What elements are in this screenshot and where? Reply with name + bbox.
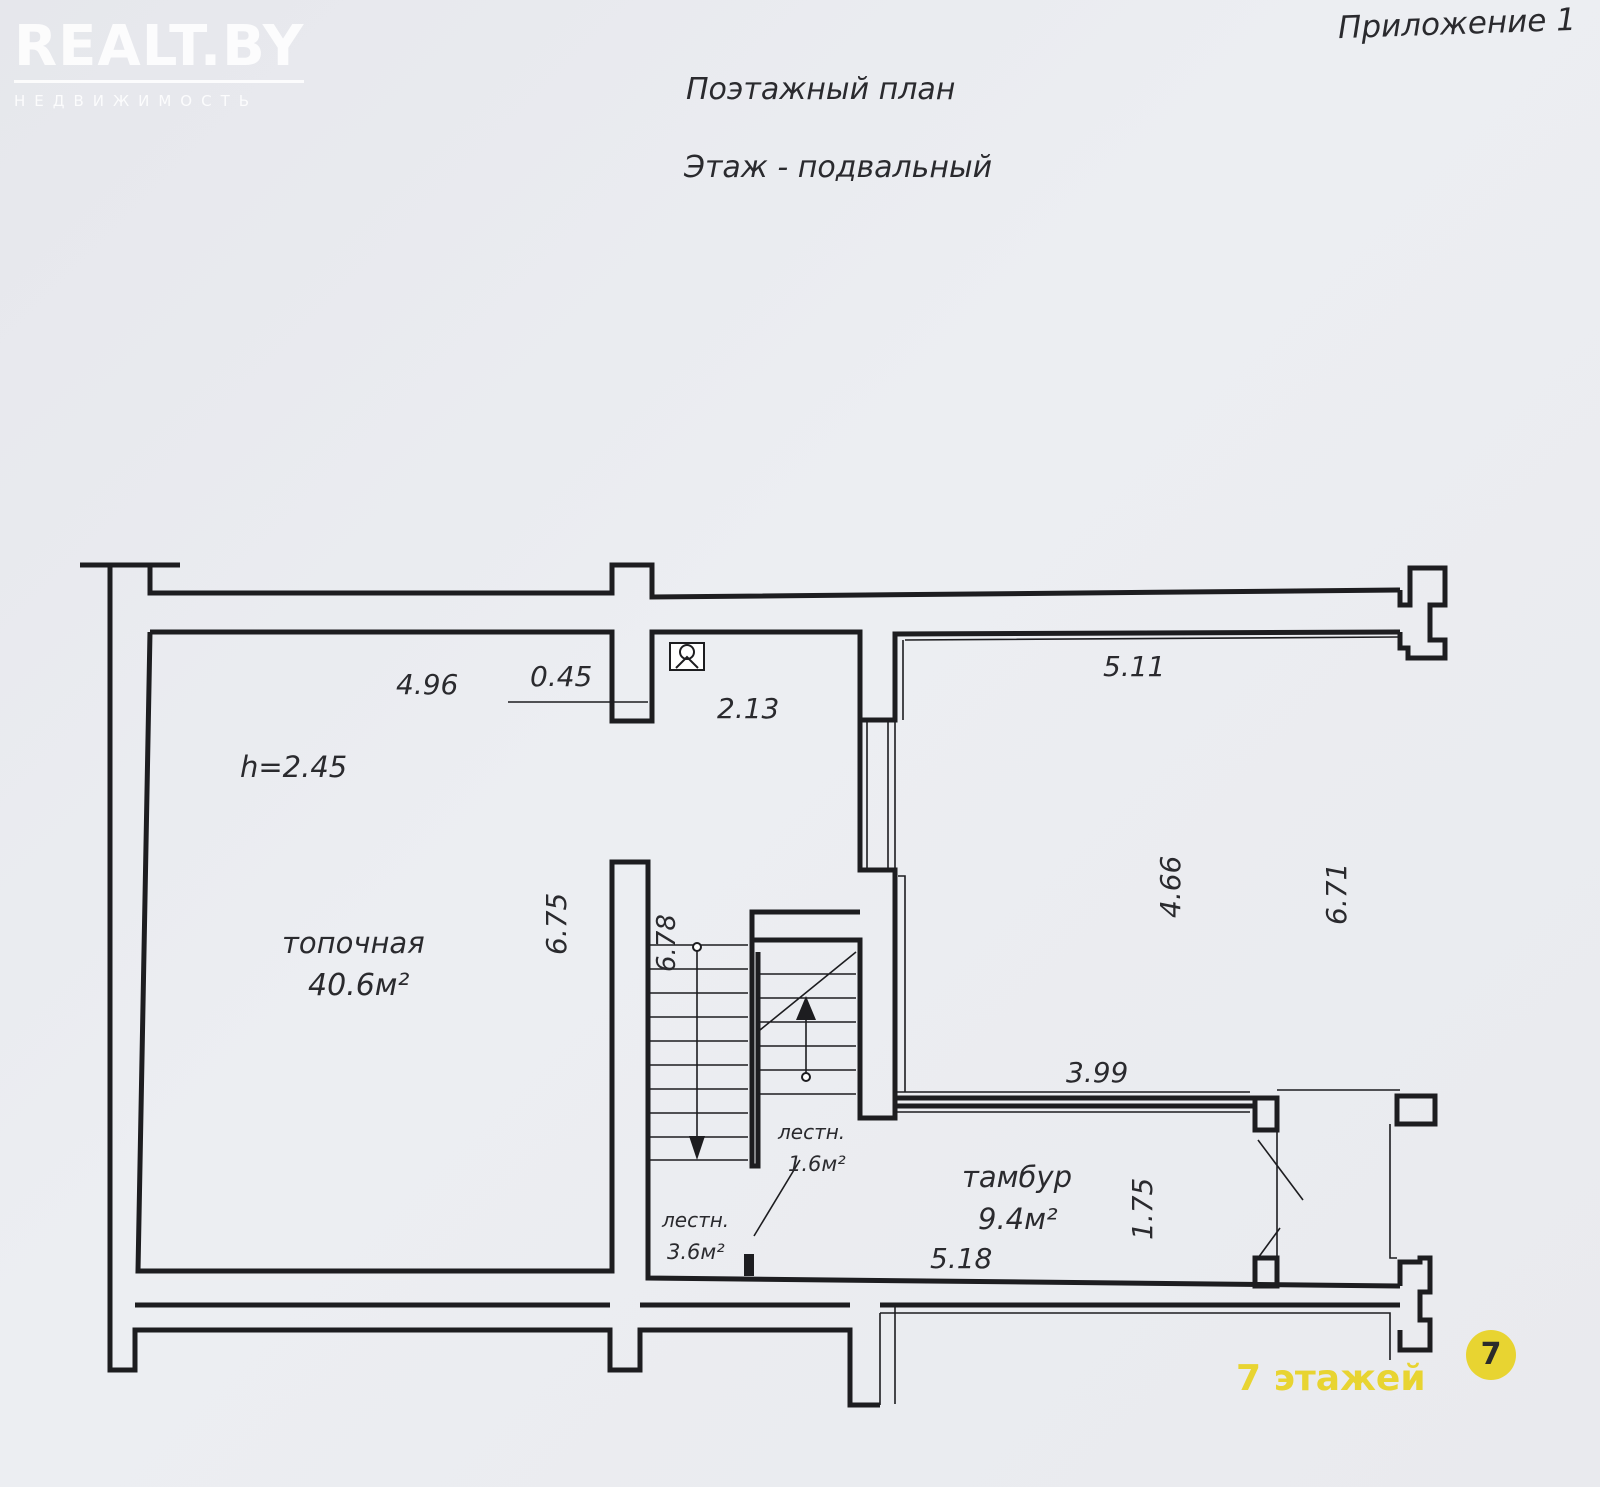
dim-4-96: 4.96: [396, 668, 459, 701]
realt-logo: REALT.BY: [14, 14, 305, 79]
left-wall-top: [147, 562, 1401, 600]
room-stair-small-name: лестн.: [778, 1120, 846, 1144]
dim-5-11: 5.11: [1103, 650, 1166, 683]
left-room-top-inner: [150, 629, 1401, 724]
room-boiler-area: 40.6м²: [308, 968, 410, 1003]
dim-6-78: 6.78: [652, 914, 682, 972]
stair-inner-wall: [749, 940, 761, 1169]
logo-underline: [14, 80, 304, 83]
stair-treads-large: [650, 944, 748, 1161]
room-boiler-name: топочная: [282, 926, 425, 960]
realt-subtitle: НЕДВИЖИМОСТЬ: [14, 92, 259, 110]
floors-count-label: 7 этажей: [1236, 1358, 1426, 1399]
dim-4-66: 4.66: [1154, 855, 1187, 918]
door-frame: [1276, 1089, 1400, 1260]
leader-stair-small: [753, 1159, 801, 1237]
left-room-left-inner: [135, 631, 1401, 1289]
vestibule-wall: [895, 1095, 1255, 1109]
dim-0-45: 0.45: [530, 660, 593, 693]
dim-2-13: 2.13: [717, 692, 780, 725]
door-post-upper: [1252, 1095, 1280, 1133]
central-wall: [749, 720, 898, 1121]
bottom-finish-line: [879, 1305, 1391, 1405]
room-height-label: h=2.45: [240, 750, 348, 784]
room-vestibule-name: тамбур: [962, 1160, 1072, 1194]
stair-post: [744, 1254, 754, 1276]
dim-5-18: 5.18: [930, 1242, 993, 1275]
window-frame: [859, 720, 896, 868]
arrow-up-dot: [801, 1072, 811, 1082]
right-room-finish-line: [895, 636, 1401, 1113]
floor-title: Этаж - подвальный: [684, 150, 993, 185]
room-stair-small-area: 1.6м²: [788, 1152, 846, 1176]
arrow-down-dot: [692, 942, 702, 952]
dim-3-99: 3.99: [1066, 1056, 1129, 1089]
arrow-down-head: [689, 1136, 705, 1160]
boiler-symbol: [669, 642, 705, 671]
room-vestibule-area: 9.4м²: [978, 1202, 1058, 1236]
plan-title: Поэтажный план: [686, 72, 956, 107]
dim-6-71: 6.71: [1320, 862, 1353, 925]
right-bottom-pilaster: [1397, 1255, 1433, 1353]
door-post-right: [1394, 1093, 1438, 1127]
stair-treads-small: [758, 951, 857, 1095]
top-wall-outer: [80, 562, 880, 1408]
floors-badge-icon: 7: [1466, 1330, 1516, 1380]
room-stair-large-name: лестн.: [662, 1208, 730, 1232]
door-post-lower: [1252, 1255, 1280, 1289]
arrow-up-head: [796, 996, 816, 1020]
dim-1-75: 1.75: [1126, 1177, 1159, 1240]
right-top-pilaster: [1397, 565, 1448, 661]
door-leaf: [1257, 1139, 1304, 1259]
room-stair-large-area: 3.6м²: [667, 1240, 725, 1264]
dim-6-75: 6.75: [540, 892, 573, 955]
